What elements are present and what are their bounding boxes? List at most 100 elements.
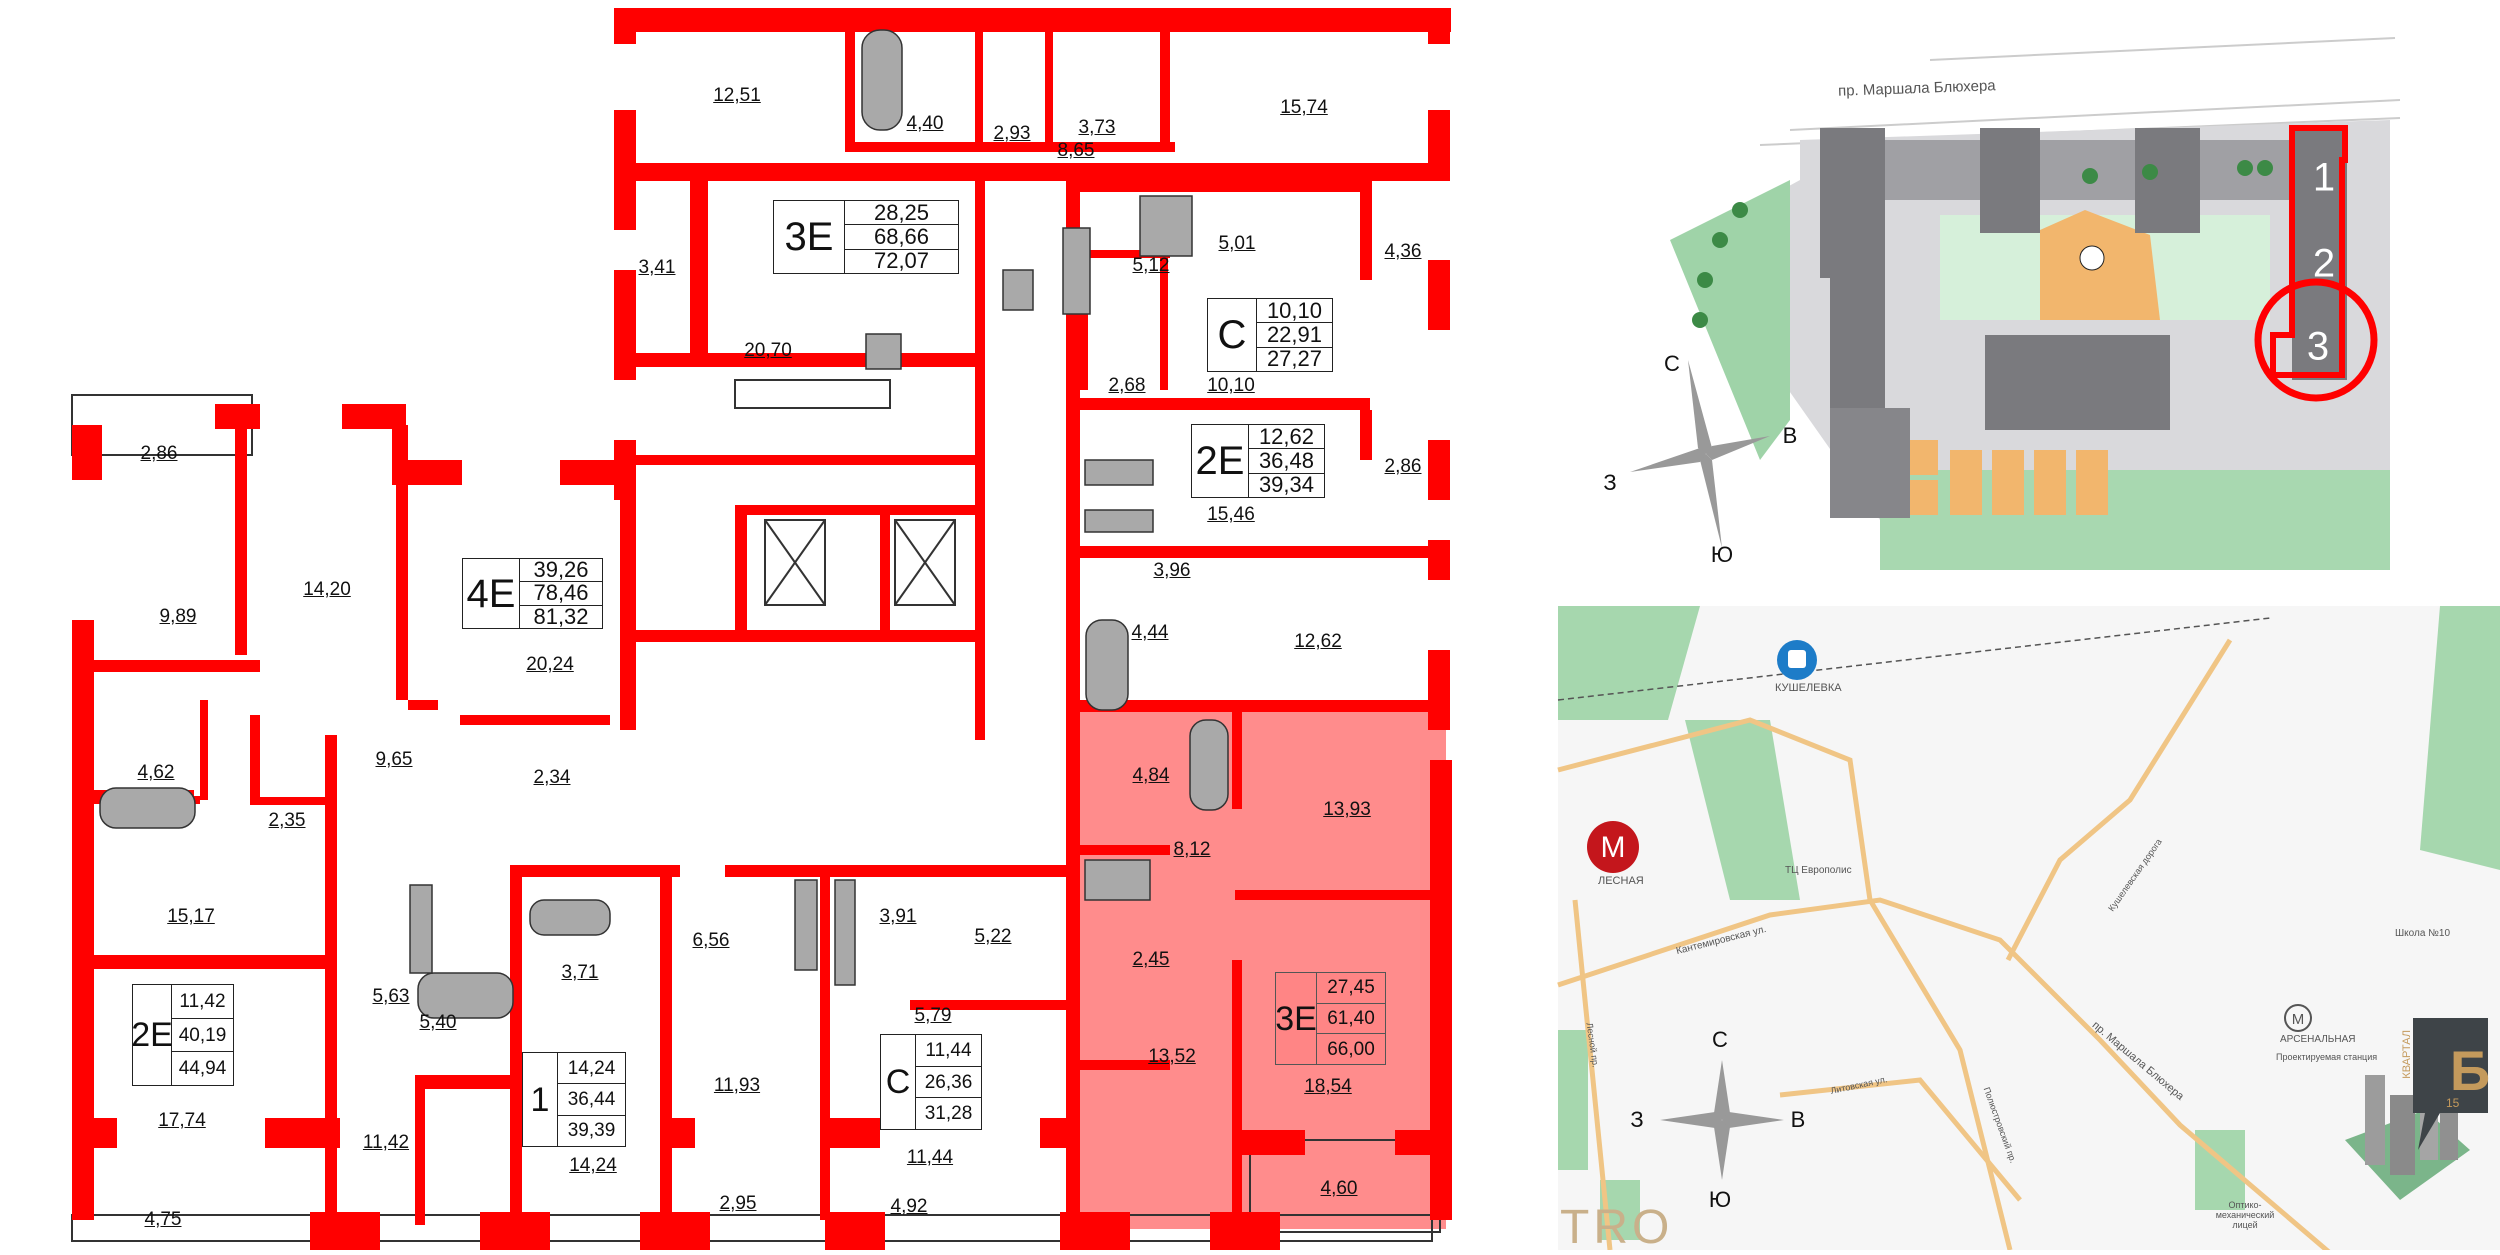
total-area-with-balcony: 81,32 <box>533 603 589 629</box>
living-area: 11,44 <box>916 1035 981 1067</box>
room-area: 9,89 <box>159 606 197 627</box>
room-area: 17,74 <box>158 1110 206 1131</box>
room-area: 9,65 <box>375 749 413 770</box>
room-area: 3,91 <box>879 906 917 927</box>
total-area-with-balcony: 31,28 <box>924 1103 973 1125</box>
room-area: 4,84 <box>1132 765 1170 786</box>
compass-north: С <box>1712 1027 1728 1052</box>
room-area: 14,20 <box>303 579 351 600</box>
total-area: 26,36 <box>916 1067 981 1099</box>
room-area: 13,93 <box>1323 799 1371 820</box>
room-area: 20,24 <box>526 654 574 675</box>
apartment-type: 3E <box>1275 973 1317 1064</box>
room-area: 8,65 <box>1057 140 1095 161</box>
living-area: 14,24 <box>558 1053 625 1085</box>
building-number-selected[interactable]: 3 <box>2306 324 2330 369</box>
map-label-station: КУШЕЛЕВКА <box>1775 682 1842 694</box>
living-area: 10,10 <box>1256 299 1332 324</box>
map-label-mall: ТЦ Европолис <box>1785 865 1852 876</box>
building-number[interactable]: 2 <box>2312 241 2336 286</box>
room-area: 3,71 <box>561 962 599 983</box>
room-area: 11,93 <box>713 1075 761 1096</box>
map-label-metro: ЛЕСНАЯ <box>1598 875 1644 887</box>
room-area: 4,40 <box>906 113 944 134</box>
room-area: 5,63 <box>372 986 410 1007</box>
apartment-type: 2E <box>1192 425 1249 497</box>
walls <box>72 8 1452 1250</box>
room-area: 20,70 <box>744 340 792 361</box>
apartment-type: C <box>1208 299 1257 371</box>
apartment-type: 2E <box>131 985 173 1085</box>
room-area: 15,74 <box>1280 97 1328 118</box>
room-area: 5,12 <box>1132 255 1170 276</box>
room-area: 15,46 <box>1207 504 1255 525</box>
room-area: 6,56 <box>692 930 730 951</box>
apartment-type: 3E <box>774 201 845 273</box>
total-area-with-balcony: 66,00 <box>1327 1038 1375 1060</box>
room-area: 2,93 <box>993 123 1031 144</box>
living-area: 28,25 <box>845 201 958 226</box>
room-area: 10,10 <box>1207 375 1255 396</box>
total-area-with-balcony: 27,27 <box>1266 346 1322 372</box>
room-area: 4,60 <box>1320 1178 1358 1199</box>
compass-east: В <box>1790 1107 1806 1132</box>
room-area: 2,35 <box>268 810 306 831</box>
room-area: 2,45 <box>1132 949 1170 970</box>
total-area: 36,44 <box>558 1084 625 1116</box>
map-label-lyceum: Оптико-механический лицей <box>2215 1200 2275 1230</box>
room-area: 4,62 <box>137 762 175 783</box>
room-area: 8,12 <box>1173 839 1211 860</box>
room-area: 3,96 <box>1153 560 1191 581</box>
room-area: 13,52 <box>1148 1046 1196 1067</box>
total-area-with-balcony: 39,39 <box>567 1120 616 1142</box>
room-area: 2,34 <box>533 767 571 788</box>
total-area: 40,19 <box>172 1019 233 1053</box>
room-area: 11,44 <box>906 1147 954 1168</box>
compass-west: З <box>1603 470 1617 495</box>
living-area: 12,62 <box>1248 425 1324 450</box>
room-area: 5,79 <box>914 1005 952 1026</box>
room-area: 18,54 <box>1304 1076 1352 1097</box>
room-area: 4,44 <box>1131 622 1169 643</box>
room-area: 14,24 <box>569 1155 617 1176</box>
room-area: 2,86 <box>1384 456 1422 477</box>
total-area: 61,40 <box>1317 1004 1385 1035</box>
total-area-with-balcony: 39,34 <box>1258 472 1314 498</box>
map-label-metro: АРСЕНАЛЬНАЯ <box>2280 1034 2356 1045</box>
living-area: 39,26 <box>520 558 602 583</box>
room-area: 5,40 <box>419 1012 457 1033</box>
compass-south: Ю <box>1710 542 1734 567</box>
room-area: 3,41 <box>638 257 676 278</box>
room-area: 12,62 <box>1294 631 1342 652</box>
logo-number: 15 <box>2446 1096 2460 1110</box>
total-area: 68,66 <box>845 225 958 250</box>
brand-fragment: TRO <box>1560 1201 1674 1254</box>
room-area: 4,75 <box>144 1209 182 1230</box>
room-area: 3,73 <box>1078 117 1116 138</box>
room-area: 5,01 <box>1218 233 1256 254</box>
room-area: 4,36 <box>1384 241 1422 262</box>
apartment-type: C <box>881 1035 916 1129</box>
room-area: 2,86 <box>140 443 178 464</box>
fixtures <box>99 29 1229 1019</box>
living-area: 11,42 <box>172 985 233 1019</box>
room-area: 2,68 <box>1108 375 1146 396</box>
compass-north: С <box>1664 351 1680 376</box>
logo-word: КВАРТАЛ <box>2401 1030 2413 1079</box>
total-area-with-balcony: 72,07 <box>873 248 930 274</box>
building-number[interactable]: 1 <box>2312 155 2336 200</box>
living-area: 27,45 <box>1317 973 1385 1004</box>
room-area: 12,51 <box>713 85 761 106</box>
total-area: 22,91 <box>1256 323 1332 348</box>
map-label-metro-note: Проектируемая станция <box>2276 1052 2378 1062</box>
lift-shafts <box>734 379 956 606</box>
room-area: 2,95 <box>719 1193 757 1214</box>
